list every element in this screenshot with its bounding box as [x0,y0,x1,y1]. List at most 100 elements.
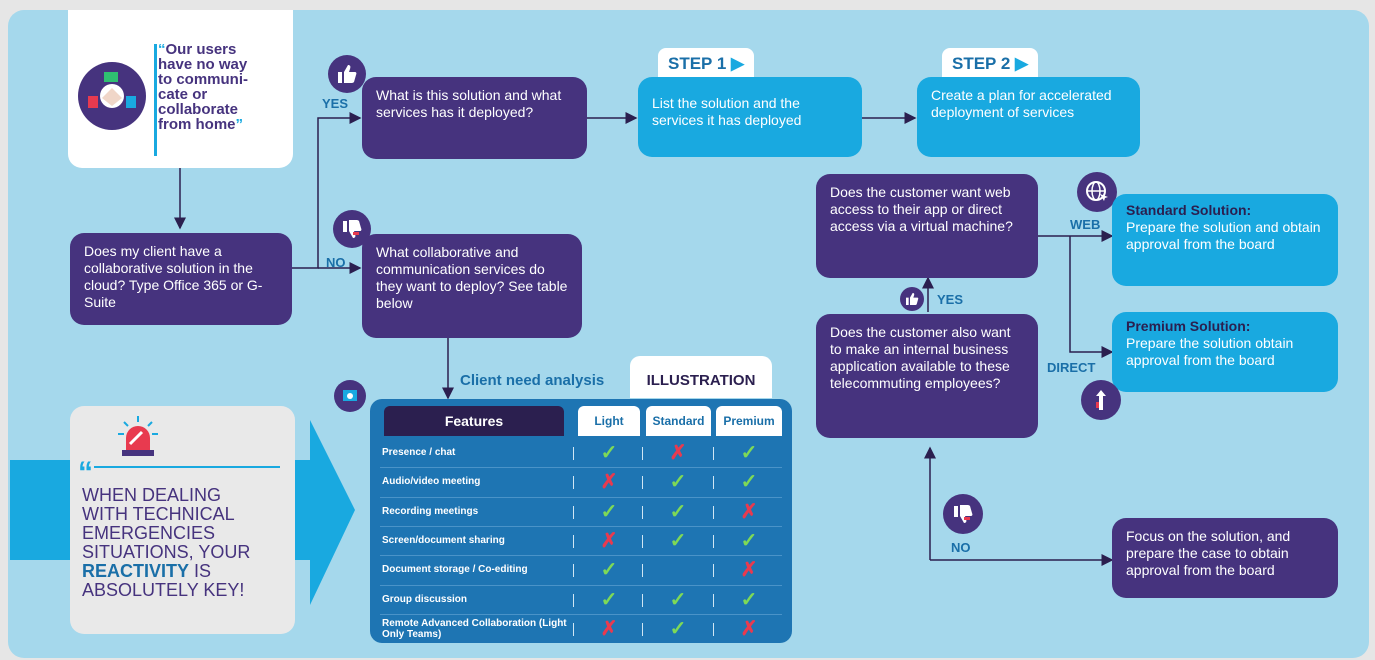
label-yes-2: YES [937,292,964,307]
cell-separator [642,447,643,460]
close-quote-mark: ” [235,116,244,133]
feature-table: Features Light Standard Premium Presence… [370,399,792,643]
emergency-line-3: EMERGENCIES [82,523,216,543]
table-row: Remote Advanced Collaboration (Light Onl… [370,613,782,643]
row-divider [380,584,782,586]
box-focus: Focus on the solution, and prepare the c… [1112,518,1338,598]
box-solution-question: What is this solution and what services … [362,77,587,159]
box-standard-solution: Standard Solution: Prepare the solution … [1112,194,1338,286]
cell-separator [642,476,643,490]
open-quote-mark: “ [158,41,166,58]
thumbs-up-icon [328,55,366,93]
emergency-line-1: WHEN DEALING [82,485,222,505]
quote-line-2: have no way [158,56,248,73]
feature-name: Remote Advanced Collaboration (Light Onl… [382,617,567,640]
label-yes-1: YES [322,96,349,111]
check-icon: ✓ [600,588,618,611]
check-icon: ✓ [669,500,687,523]
cell-separator [642,564,643,578]
box-step-1: List the solution and the services it ha… [638,77,862,157]
row-divider [380,496,782,498]
check-icon: ✓ [669,588,687,611]
video-call-icon [334,380,366,412]
table-row: Recording meetings ✓ ✓ ✗ [370,496,782,526]
cell-separator [713,593,714,607]
table-caption: Client need analysis [460,372,605,389]
step-1-arrow-icon: ▶ [731,54,745,73]
premium-solution-title: Premium Solution: [1126,318,1251,334]
check-icon: ✓ [740,529,758,552]
cell-separator [573,447,574,460]
emergency-highlight: REACTIVITY [82,561,190,581]
cell-separator [642,534,643,548]
row-divider [380,613,782,615]
box-premium-solution: Premium Solution: Prepare the solution o… [1112,312,1338,392]
direction-arrow-icon [1081,380,1121,420]
check-icon: ✓ [740,442,758,464]
cross-icon: ✗ [600,529,618,552]
table-row: Document storage / Co-editing✓✗ [370,555,782,584]
table-row: Presence / chat ✓ ✗ ✓ [370,438,780,467]
quote-accent-bar [154,44,157,156]
thumbs-up-small-icon [900,287,924,311]
quote-line-3: to communi- [158,71,248,88]
feature-name: Recording meetings [382,505,479,517]
cell-separator [713,505,714,519]
check-icon: ✓ [600,500,618,523]
step-2-tab: STEP 2 ▶ [942,48,1039,78]
premium-solution-text: Prepare the solution obtain approval fro… [1126,335,1294,368]
check-icon: ✓ [600,442,618,464]
cell-separator [642,622,643,636]
label-no-1: NO [326,255,346,270]
step-2-label: STEP 2 [952,54,1011,73]
label-direct: DIRECT [1047,360,1096,375]
cross-icon: ✗ [740,559,758,582]
feature-name: Group discussion [382,593,468,605]
cell-separator [642,593,643,607]
header-standard: Standard [646,406,711,436]
header-features: Features [384,406,564,436]
box-collab-question: What collaborative and communication ser… [362,234,582,338]
emergency-line-6: ABSOLUTELY KEY! [82,580,245,600]
quote-line-6: from home [158,116,236,133]
cross-icon: ✗ [600,471,618,494]
cell-separator [713,447,714,460]
standard-solution-title: Standard Solution: [1126,202,1252,218]
feature-name: Presence / chat [382,447,456,458]
cross-icon: ✗ [669,442,687,464]
cell-separator [573,622,574,636]
thumbs-down-bottom-icon [943,494,983,534]
check-icon: ✓ [669,529,687,552]
globe-cursor-icon [1077,172,1117,212]
illustration-badge: ILLUSTRATION [646,372,756,389]
empty-cell [648,555,708,584]
emergency-quote-mark: “ [78,456,93,489]
box-internal-question: Does the customer also want to make an i… [816,314,1038,438]
cell-separator [713,564,714,578]
emergency-line-4: SITUATIONS, YOUR [82,542,251,562]
table-row: Screen/document sharing✗✓✓ [370,525,782,555]
table-rows: Presence / chat ✓ ✗ ✓ Audio/video meeting ✗ ✓ ✓… [370,438,792,640]
label-no-2: NO [951,540,971,555]
cell-separator [573,593,574,607]
illustration-tab: ILLUSTRATION [630,356,772,398]
emergency-card: “ WHEN DEALING WITH TECHNICAL EMERGENCIE… [70,406,295,634]
feature-name: Audio/video meeting [382,476,481,488]
table-row: Audio/video meeting✗✓✓ [370,467,782,496]
emergency-text: WHEN DEALING WITH TECHNICAL EMERGENCIES … [82,486,292,600]
cell-separator [573,564,574,578]
box-web-question: Does the customer want web access to the… [816,174,1038,278]
check-icon: ✓ [740,471,758,494]
header-premium: Premium [716,406,782,436]
quote-card: “Our users have no way to communi- cate … [68,10,293,168]
cell-separator [713,476,714,490]
cell-separator [573,534,574,548]
table-row: Group discussion✓✓✓ [370,584,782,614]
label-web: WEB [1070,217,1101,232]
cross-icon: ✗ [740,500,758,523]
quote-line-1: Our users [165,41,237,58]
cell-separator [713,622,714,636]
cross-icon: ✗ [600,617,618,640]
cell-separator [642,505,643,519]
